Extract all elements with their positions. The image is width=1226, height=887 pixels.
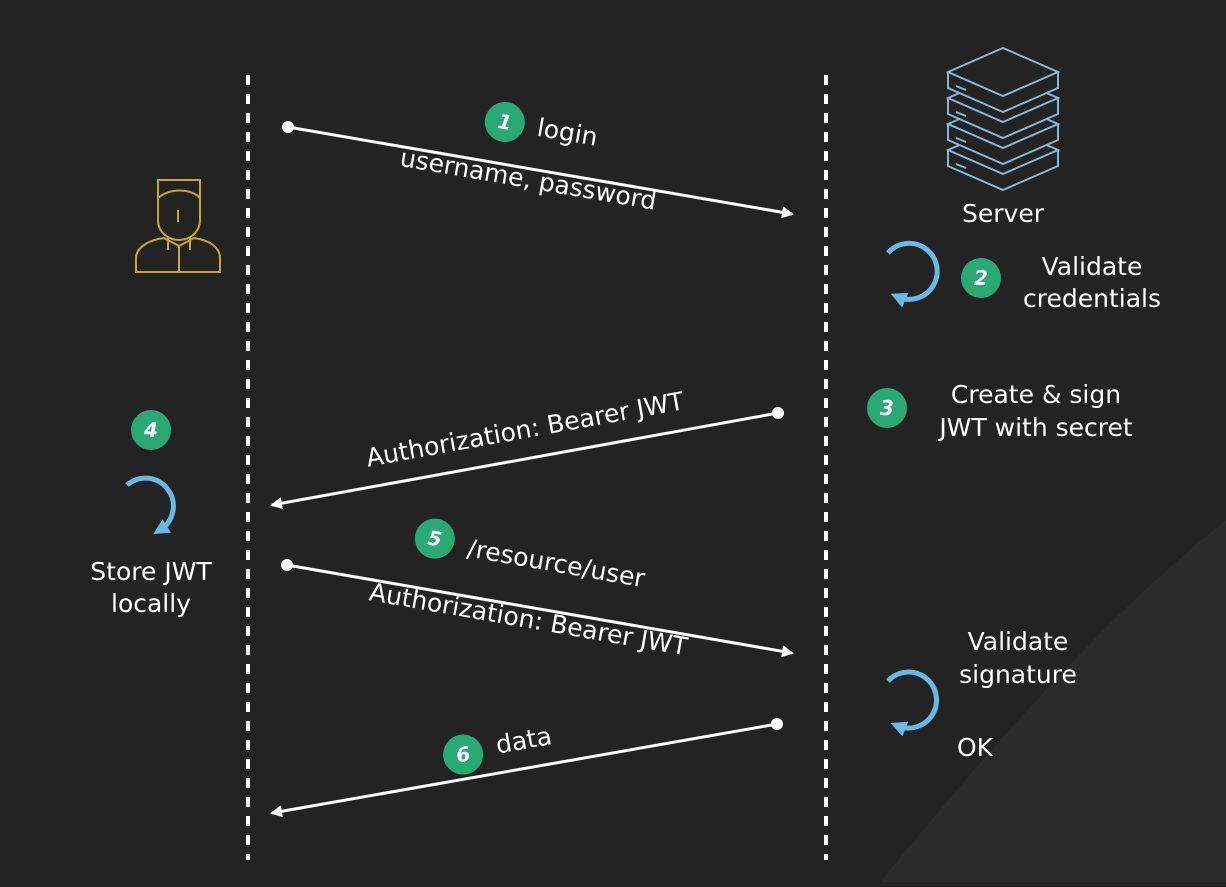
validate-signature-cycle-icon: [886, 669, 939, 737]
validate-signature-line2: signature: [959, 660, 1077, 689]
server-icon: [945, 46, 1061, 192]
step3-number: 3: [880, 396, 894, 420]
step4-label-line2: locally: [111, 589, 191, 618]
msg6-arrow: [270, 722, 778, 818]
response-arrow: [270, 411, 779, 510]
step2-badge: [961, 258, 1001, 298]
step3-label-line1: Create & sign: [951, 380, 1121, 409]
msg5-label-group: 5 /resource/user Authorization: Bearer J…: [367, 518, 690, 661]
background-shade: [880, 520, 1226, 882]
msg1-arrow: [287, 125, 794, 219]
msg5-label: /resource/user: [465, 534, 648, 594]
step4-cycle-icon: [125, 475, 176, 535]
step4-badge: [131, 410, 171, 450]
msg1-sublabel: username, password: [398, 143, 659, 216]
step2-number: 2: [974, 266, 988, 290]
step1-badge: [484, 102, 525, 143]
step6-number: 6: [454, 742, 472, 768]
msg6-label: data: [493, 721, 553, 759]
user-icon: [135, 179, 221, 273]
step4-label-line1: Store JWT: [90, 557, 212, 586]
step4-number: 4: [143, 418, 158, 442]
validate-signature-result: OK: [957, 733, 994, 762]
msg6-label-group: 6 data: [443, 721, 554, 775]
step1-number: 1: [496, 109, 514, 135]
step3-label-line2: JWT with secret: [937, 413, 1133, 442]
msg5-arrow: [286, 563, 794, 658]
step2-cycle-icon: [886, 240, 940, 308]
step2-label-line1: Validate: [1042, 252, 1143, 281]
step5-badge: [414, 518, 455, 559]
msg1-label: login: [535, 113, 600, 152]
step6-badge: [443, 734, 484, 775]
step5-number: 5: [426, 526, 444, 552]
server-label: Server: [962, 199, 1045, 228]
validate-signature-line1: Validate: [968, 627, 1069, 656]
step3-badge: [867, 388, 907, 428]
msg1-label-group: 1 login username, password: [398, 102, 659, 216]
step2-label-line2: credentials: [1023, 284, 1161, 313]
